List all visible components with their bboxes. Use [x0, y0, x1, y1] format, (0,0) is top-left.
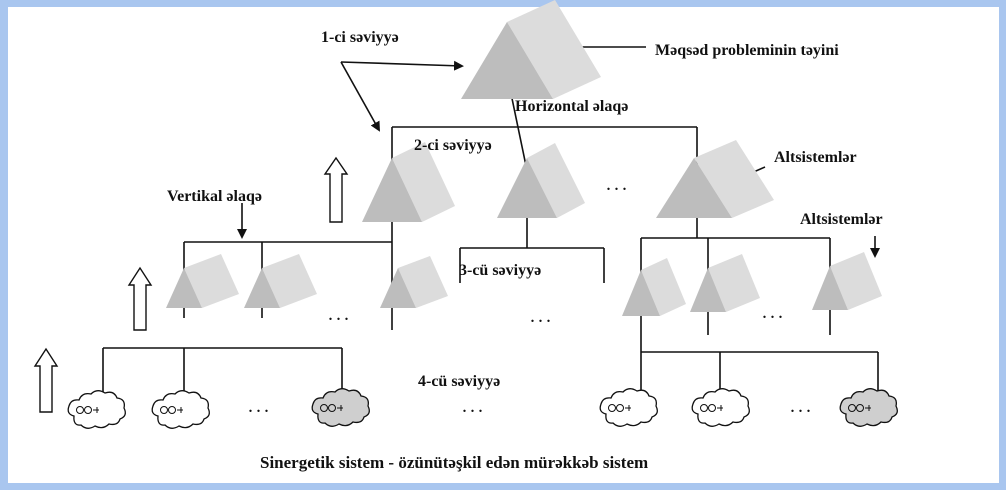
cloud-icon: [67, 390, 126, 429]
prism-icon: [166, 254, 239, 308]
prism-icon: [690, 254, 760, 312]
ellipsis: ...: [248, 395, 272, 417]
up-arrows: [33, 156, 349, 413]
level3-label: 3-cü səviyyə: [459, 262, 541, 279]
cloud-icon: [839, 388, 898, 427]
up-arrow-icon: [323, 156, 349, 223]
ellipsis: ...: [462, 395, 486, 417]
level3-bracket: [459, 218, 605, 283]
ellipsis: ...: [606, 173, 630, 195]
connector-lines: [102, 59, 879, 392]
prism-icon: [497, 143, 585, 218]
up-arrow-icon: [33, 347, 59, 413]
level1-label: 1-ci səviyyə: [321, 29, 399, 46]
level1-pointer-arrow: [340, 60, 464, 71]
ellipsis: ...: [790, 395, 814, 417]
prism-icon: [244, 254, 317, 308]
prism-icon: [812, 252, 882, 310]
level4-label: 4-cü səviyyə: [418, 373, 500, 390]
left-level4-bus: [102, 347, 343, 392]
subsystems-mid-label: Altsistemlər: [800, 211, 883, 228]
ellipsis: ...: [328, 303, 352, 325]
caption: Sinergetik sistem - özünütəşkil edən mür…: [260, 453, 648, 472]
horizontal-link-label: Horizontal əlaqə: [515, 98, 628, 115]
prism-shapes: [166, 0, 882, 316]
cloud-icon: [599, 388, 658, 427]
cloud-shapes: [67, 388, 898, 429]
vertical-link-label: Vertikal əlaqə: [167, 188, 262, 205]
right-level4-bus: [640, 351, 879, 392]
goal-label: Məqsəd probleminin təyini: [655, 42, 839, 59]
ellipsis: ...: [762, 301, 786, 323]
level2-pointer-arrow: [340, 61, 380, 132]
cloud-icon: [691, 388, 750, 427]
up-arrow-icon: [127, 266, 153, 331]
prism-icon: [362, 142, 455, 222]
prism-icon: [622, 258, 686, 316]
cloud-icon: [311, 388, 370, 427]
level2-label: 2-ci səviyyə: [414, 137, 492, 154]
cloud-icon: [151, 390, 210, 429]
prism-icon: [461, 0, 601, 99]
prism-icon: [656, 140, 774, 218]
ellipsis: ...: [530, 305, 554, 327]
prism-icon: [380, 256, 448, 308]
subsystems-top-label: Altsistemlər: [774, 149, 857, 166]
